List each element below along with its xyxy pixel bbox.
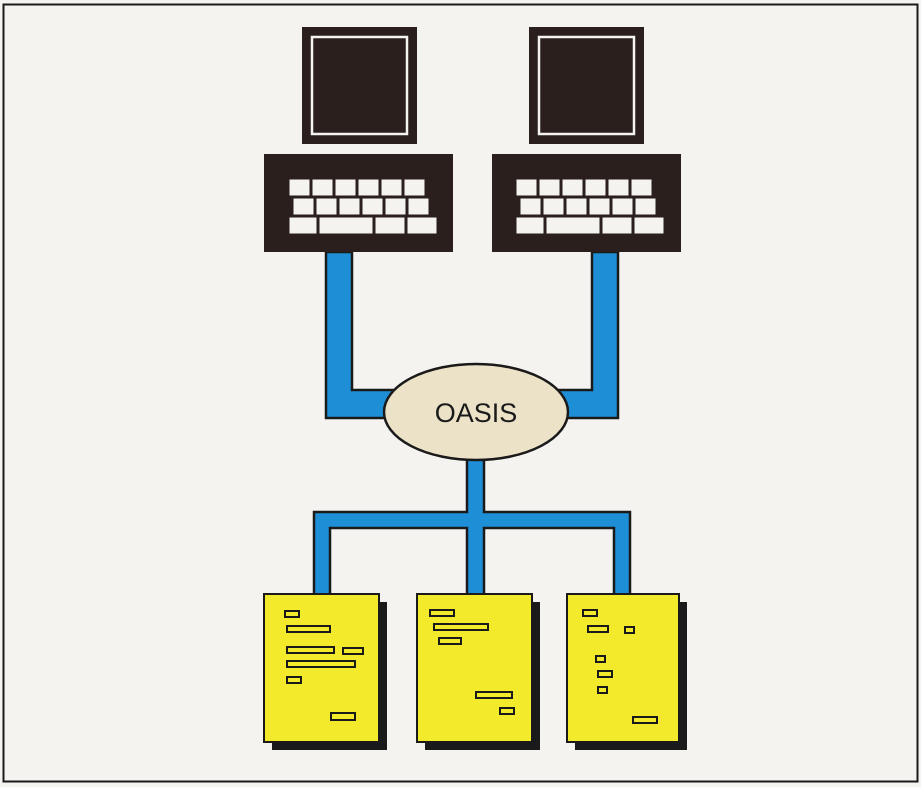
keyboard-key: [384, 197, 407, 216]
keyboard-key: [538, 178, 561, 197]
keyboard-key: [561, 178, 584, 197]
keyboard-key: [407, 197, 430, 216]
document-text-lines: [284, 610, 364, 721]
keyboard-key: [630, 178, 653, 197]
connector-left: [324, 250, 397, 420]
keyboard-keys: [515, 178, 665, 235]
keyboard-key: [588, 197, 611, 216]
monitor-icon: [302, 27, 417, 144]
keyboard-key: [288, 178, 311, 197]
keyboard-key: [318, 216, 374, 235]
connector-bus: [312, 448, 632, 598]
keyboard-key: [601, 216, 633, 235]
hub-node: OASIS: [382, 362, 570, 462]
monitor-icon: [529, 27, 644, 144]
keyboard-key: [515, 178, 538, 197]
connector-right: [552, 250, 620, 420]
keyboard-key: [607, 178, 630, 197]
keyboard-key: [374, 216, 406, 235]
keyboard-key: [611, 197, 634, 216]
document-text-lines: [582, 609, 658, 724]
terminal-1: [264, 27, 453, 252]
keyboard-keys: [288, 178, 438, 235]
hub-ellipse: [382, 362, 570, 462]
keyboard-key: [406, 216, 438, 235]
keyboard-key: [515, 216, 545, 235]
keyboard-key: [361, 197, 384, 216]
keyboard-key: [315, 197, 338, 216]
document-text-lines: [429, 609, 515, 715]
keyboard-key: [288, 216, 318, 235]
keyboard-key: [292, 197, 315, 216]
document-1: [263, 593, 387, 750]
diagram-frame: [2, 3, 919, 783]
keyboard-key: [584, 178, 607, 197]
keyboard-key: [519, 197, 542, 216]
documents: [263, 593, 687, 750]
keyboard-key: [380, 178, 403, 197]
hub-label: OASIS: [435, 398, 518, 428]
keyboard-key: [545, 216, 601, 235]
keyboard-key: [357, 178, 380, 197]
keyboard-key: [565, 197, 588, 216]
keyboard-key: [338, 197, 361, 216]
document-3: [566, 593, 687, 750]
keyboard-key: [403, 178, 426, 197]
keyboard-key: [334, 178, 357, 197]
keyboard-key: [634, 197, 657, 216]
keyboard-key: [311, 178, 334, 197]
keyboard-icon: [492, 154, 681, 252]
keyboard-icon: [264, 154, 453, 252]
keyboard-key: [633, 216, 665, 235]
keyboard-key: [542, 197, 565, 216]
document-2: [416, 593, 540, 750]
terminal-2: [492, 27, 681, 252]
